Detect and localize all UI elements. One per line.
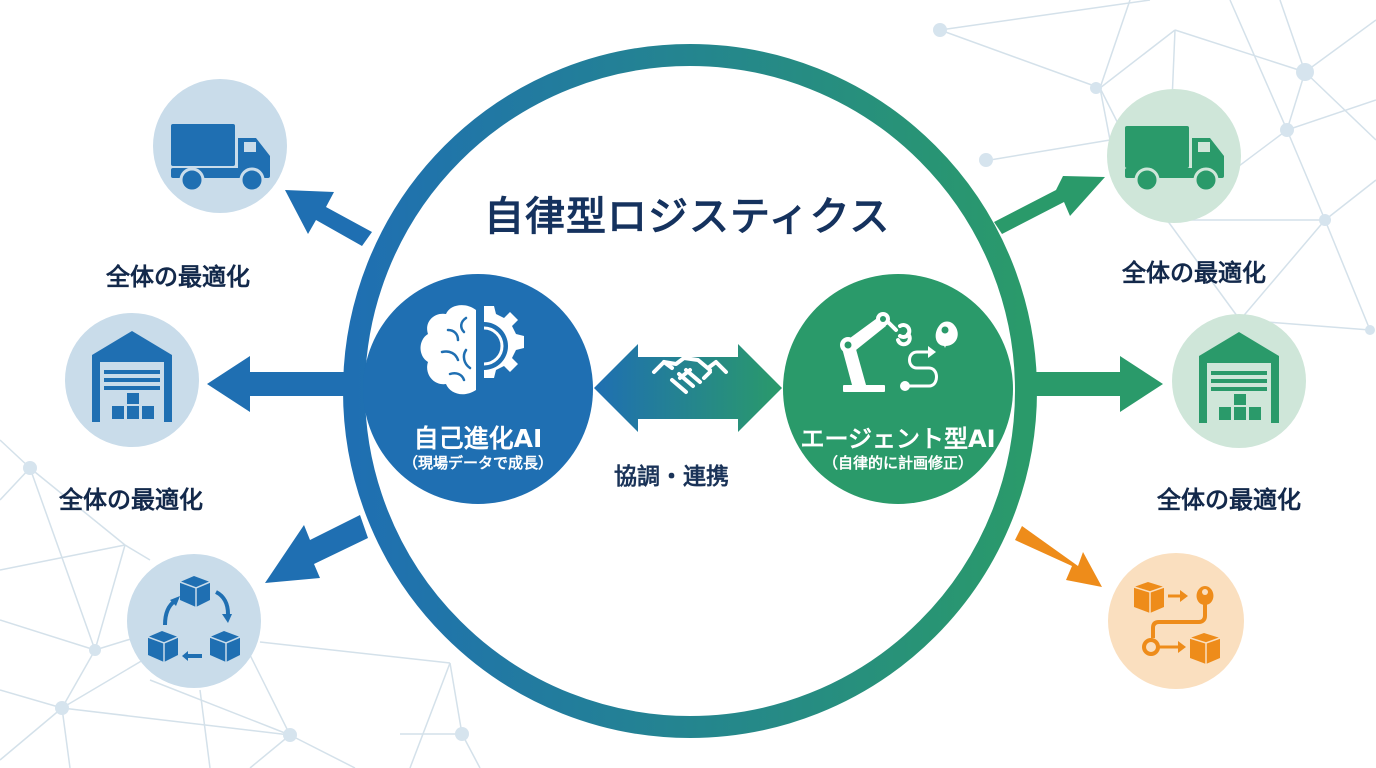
self-evolving-ai-title: 自己進化AI xyxy=(413,424,543,453)
outcome-label-left-2: 全体の最適化 xyxy=(59,486,203,514)
outcome-label-right-1: 全体の最適化 xyxy=(1122,259,1266,287)
collaboration-label: 協調・連携 xyxy=(614,464,729,490)
network-background-left xyxy=(0,439,481,768)
agent-ai-title: エージェント型AI xyxy=(800,425,996,453)
agent-ai-subtitle: （自律的に計画修正） xyxy=(822,454,973,472)
box-cycle-icon xyxy=(147,576,241,662)
collaboration-double-arrow xyxy=(594,344,782,432)
warehouse-icon xyxy=(92,331,172,422)
arrow-to-warehouse-right xyxy=(1030,356,1163,412)
handshake-icon xyxy=(652,356,728,394)
outcome-label-left-1: 全体の最適化 xyxy=(106,263,250,291)
outcome-label-right-2: 全体の最適化 xyxy=(1157,486,1301,514)
box-route-icon xyxy=(1133,582,1221,664)
diagram-title: 自律型ロジスティクス xyxy=(484,194,891,240)
truck-icon xyxy=(171,124,270,193)
robot-arm-route-icon xyxy=(840,312,958,392)
arrow-to-route-right xyxy=(1015,526,1102,587)
arrow-to-cycle-left xyxy=(265,515,368,583)
truck-icon xyxy=(1125,126,1224,193)
outcome-circle-cycle-left xyxy=(127,554,261,688)
arrow-to-truck-right xyxy=(994,176,1105,234)
warehouse-icon xyxy=(1199,332,1279,423)
self-evolving-ai-node xyxy=(363,274,593,504)
brain-gear-icon xyxy=(420,305,524,395)
arrow-to-truck-left xyxy=(285,190,372,246)
arrow-to-warehouse-left xyxy=(207,356,345,412)
self-evolving-ai-subtitle: （現場データで成長） xyxy=(402,454,553,472)
